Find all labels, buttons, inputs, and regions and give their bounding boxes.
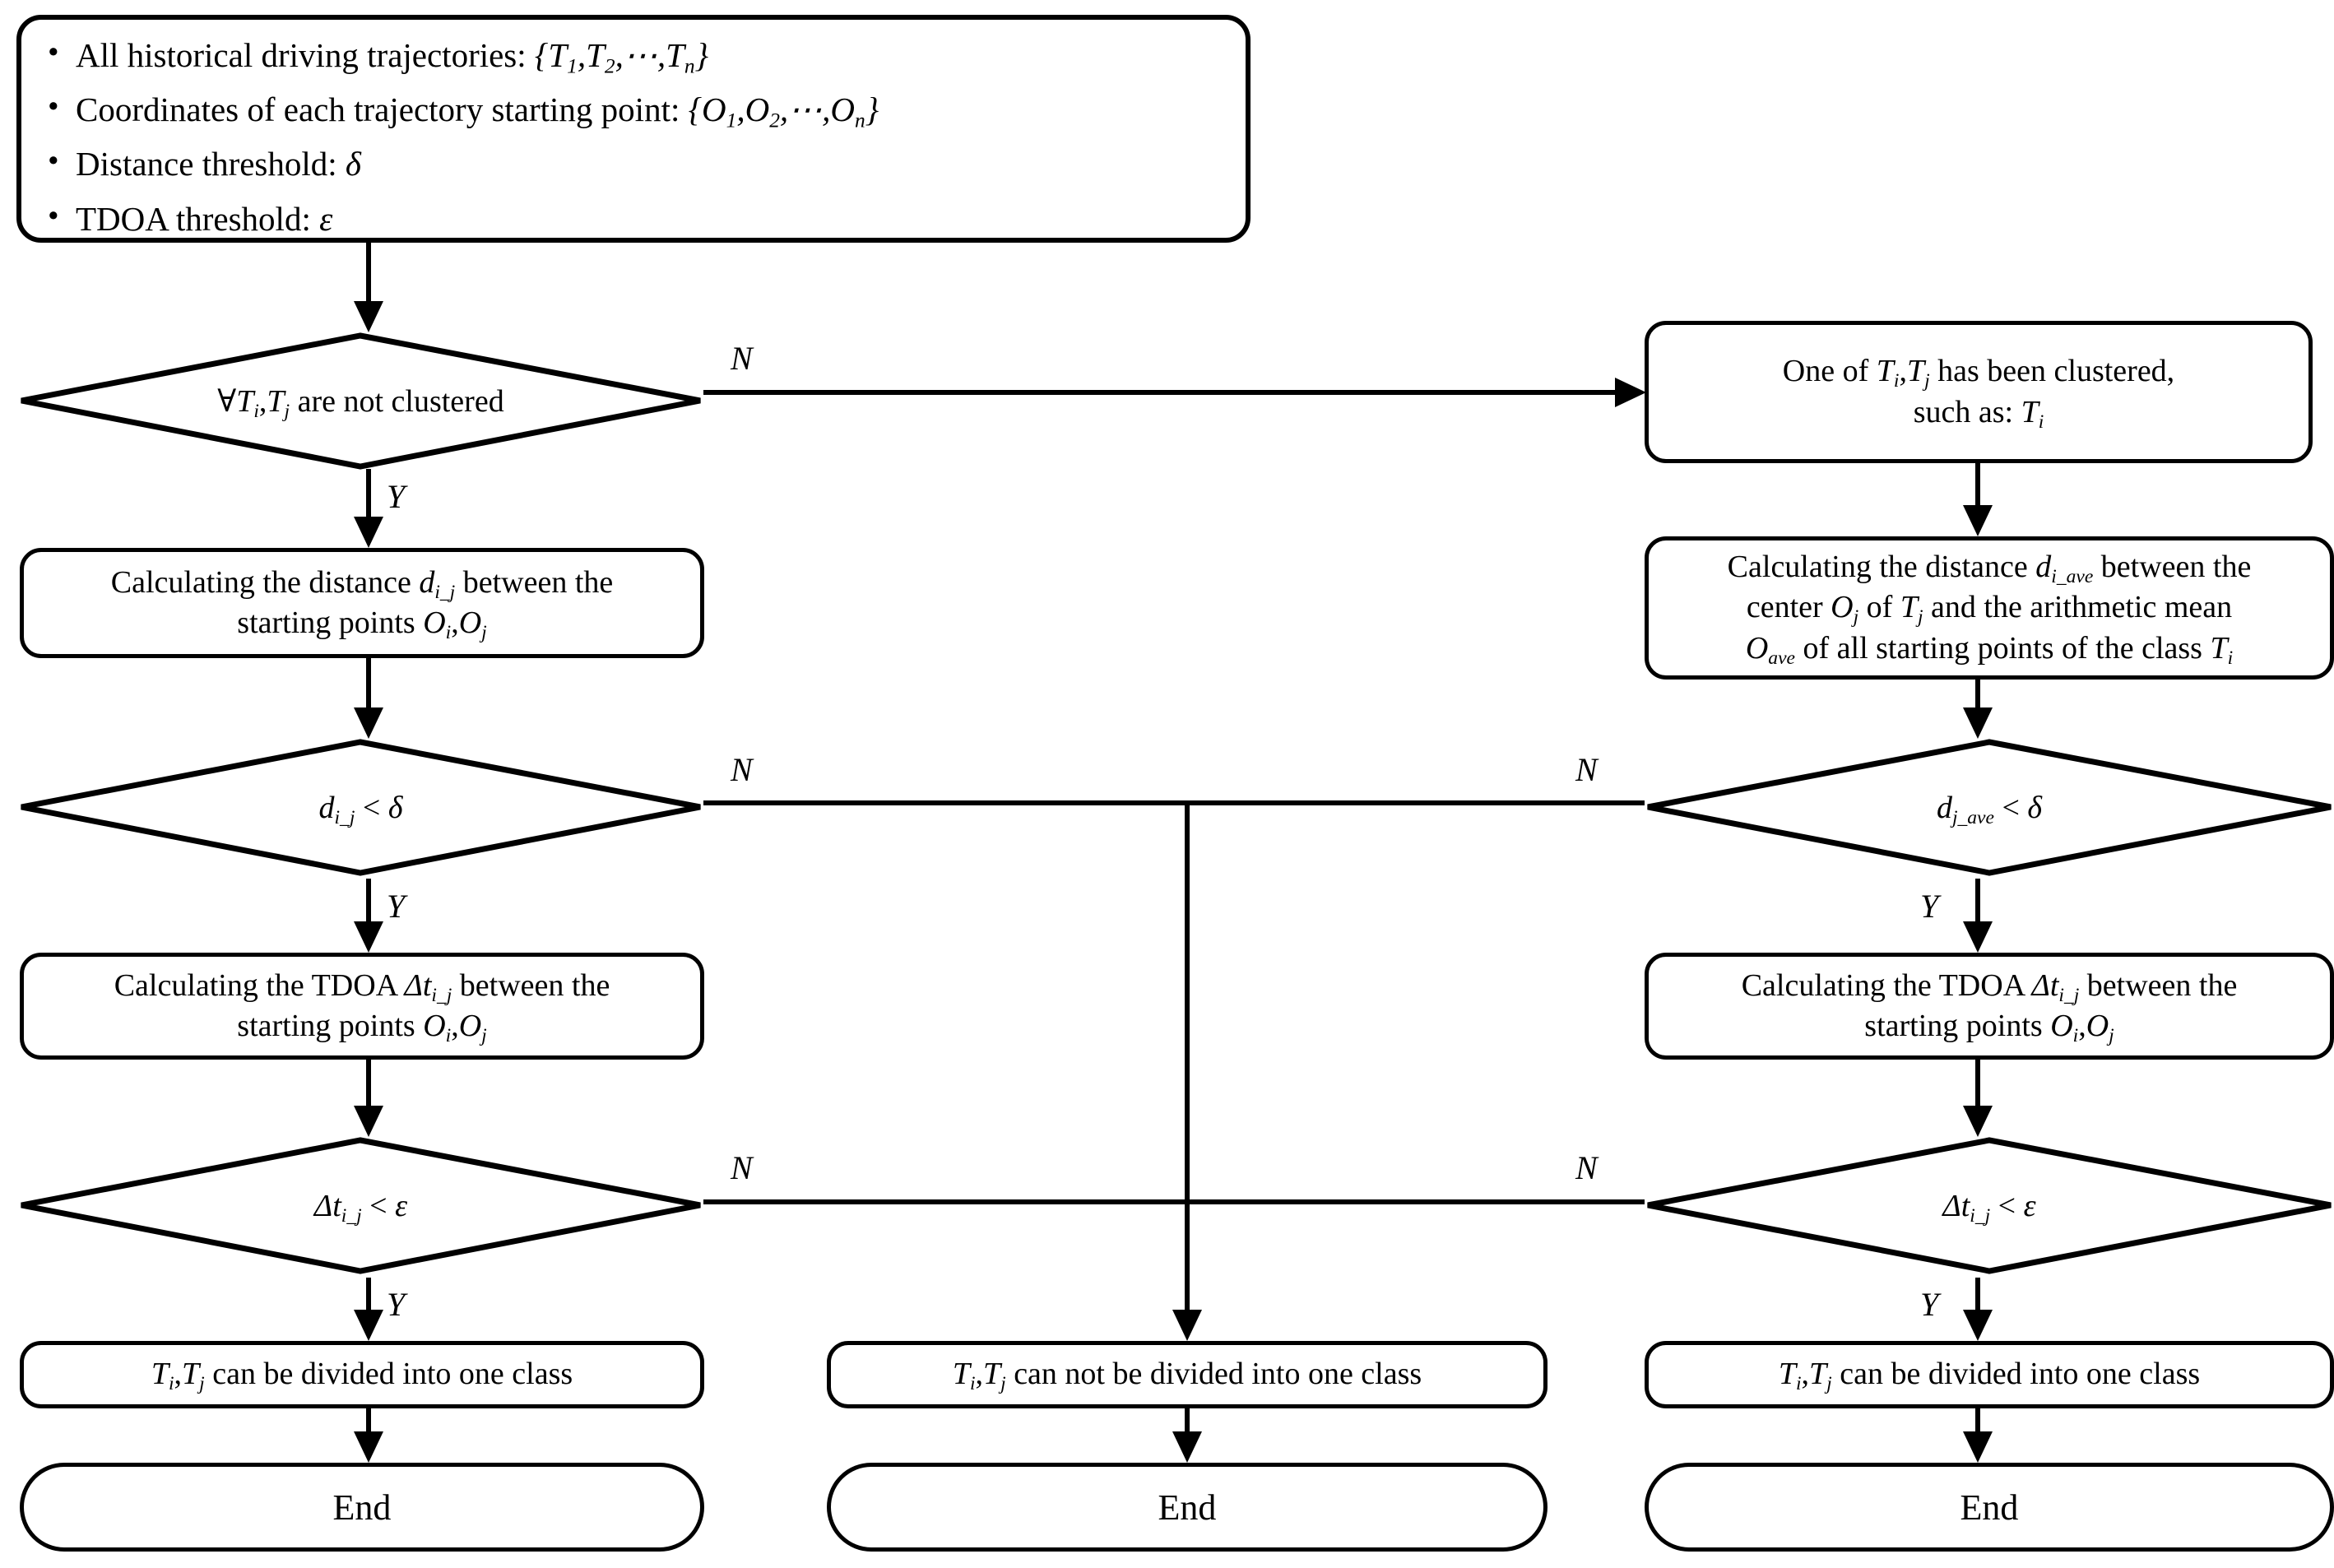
- terminator-label: End: [1158, 1487, 1217, 1528]
- decision-djave-lt-delta: dj_ave < δ: [1645, 739, 2334, 876]
- input-item-1-symbol: {O1,O2,⋯,On}: [688, 90, 879, 132]
- process-line-2: such as: Ti: [1913, 394, 2044, 433]
- process-line-2: starting points Oi,Oj: [1864, 1009, 2114, 1047]
- input-item-3-head: TDOA threshold:: [76, 199, 311, 238]
- branch-label-d1-yes: Y: [387, 478, 406, 515]
- decision-dtij-lt-epsilon-left: Δti_j < ε: [18, 1137, 703, 1274]
- arrowhead: [354, 707, 383, 739]
- process-line-2: center Oj of Tj and the arithmetic mean: [1746, 590, 2233, 629]
- process-line-1: Calculating the distance di_ave between …: [1727, 549, 2252, 587]
- process-one-has-been-clustered: One of Ti,Tj has been clustered, such as…: [1645, 321, 2313, 463]
- branch-label-right-d2-no: N: [1575, 751, 1598, 788]
- branch-label-right-d3-yes: Y: [1920, 1286, 1939, 1323]
- list-item: Coordinates of each trajectory starting …: [48, 84, 1246, 133]
- branch-label-right-d3-no: N: [1575, 1149, 1598, 1186]
- terminator-label: End: [1960, 1487, 2019, 1528]
- process-line-1: Calculating the TDOA Δti_j between the: [1741, 967, 2238, 1006]
- process-calc-tdoa-right: Calculating the TDOA Δti_j between the s…: [1645, 953, 2334, 1060]
- decision-dij-lt-delta: di_j < δ: [18, 739, 703, 876]
- result-left-can-be-divided: Ti,Tj can be divided into one class: [20, 1341, 704, 1408]
- arrowhead: [1963, 921, 1993, 953]
- result-right-can-be-divided: Ti,Tj can be divided into one class: [1645, 1341, 2334, 1408]
- arrowhead: [1963, 1106, 1993, 1137]
- decision-dtij-lt-epsilon-right: Δti_j < ε: [1645, 1137, 2334, 1274]
- terminator-end-right: End: [1645, 1463, 2334, 1552]
- arrowhead: [354, 921, 383, 953]
- arrowhead: [354, 301, 383, 332]
- process-calc-distance-diave: Calculating the distance di_ave between …: [1645, 536, 2334, 680]
- input-list: All historical driving trajectories: {T1…: [39, 30, 1246, 243]
- input-item-2-head: Distance threshold:: [76, 145, 337, 183]
- branch-label-left-d2-no: N: [731, 751, 753, 788]
- list-item: Distance threshold: δ: [48, 138, 1246, 188]
- decision-all-not-clustered: ∀Ti,Tj are not clustered: [18, 332, 703, 470]
- branch-label-right-d2-yes: Y: [1920, 888, 1939, 925]
- input-item-3-symbol: ε: [319, 199, 333, 238]
- process-line-2: starting points Oi,Oj: [237, 1009, 487, 1047]
- input-item-0-head: All historical driving trajectories:: [76, 36, 527, 74]
- list-item: TDOA threshold: ε: [48, 193, 1246, 243]
- process-line-1: Calculating the distance di_j between th…: [110, 564, 614, 603]
- arrowhead: [1172, 1310, 1202, 1341]
- process-calc-tdoa-left: Calculating the TDOA Δti_j between the s…: [20, 953, 704, 1060]
- process-calc-distance-dij: Calculating the distance di_j between th…: [20, 548, 704, 658]
- terminator-label: End: [332, 1487, 392, 1528]
- arrowhead: [354, 517, 383, 548]
- arrowhead: [1963, 1310, 1993, 1341]
- input-item-0-symbol: {T1,T2,⋯,Tn}: [534, 36, 709, 78]
- process-line-2: starting points Oi,Oj: [237, 605, 487, 644]
- branch-label-d1-no: N: [731, 340, 753, 377]
- list-item: All historical driving trajectories: {T1…: [48, 30, 1246, 79]
- process-line-1: One of Ti,Tj has been clustered,: [1782, 354, 2175, 392]
- arrowhead: [354, 1431, 383, 1463]
- terminator-end-middle: End: [827, 1463, 1547, 1552]
- arrowhead: [1963, 1431, 1993, 1463]
- arrowhead: [1172, 1431, 1202, 1463]
- input-block: All historical driving trajectories: {T1…: [16, 15, 1251, 243]
- result-middle-can-not-be-divided: Ti,Tj can not be divided into one class: [827, 1341, 1547, 1408]
- branch-label-left-d2-yes: Y: [387, 888, 406, 925]
- input-item-1-head: Coordinates of each trajectory starting …: [76, 90, 680, 129]
- input-item-2-symbol: δ: [345, 145, 361, 183]
- process-line-1: Calculating the TDOA Δti_j between the: [114, 967, 610, 1006]
- terminator-end-left: End: [20, 1463, 704, 1552]
- arrowhead: [354, 1106, 383, 1137]
- branch-label-left-d3-no: N: [731, 1149, 753, 1186]
- arrowhead: [1963, 505, 1993, 536]
- branch-label-left-d3-yes: Y: [387, 1286, 406, 1323]
- arrowhead: [1963, 707, 1993, 739]
- arrowhead: [354, 1310, 383, 1341]
- arrowhead: [1615, 378, 1646, 407]
- process-line-3: Oave of all starting points of the class…: [1745, 630, 2234, 669]
